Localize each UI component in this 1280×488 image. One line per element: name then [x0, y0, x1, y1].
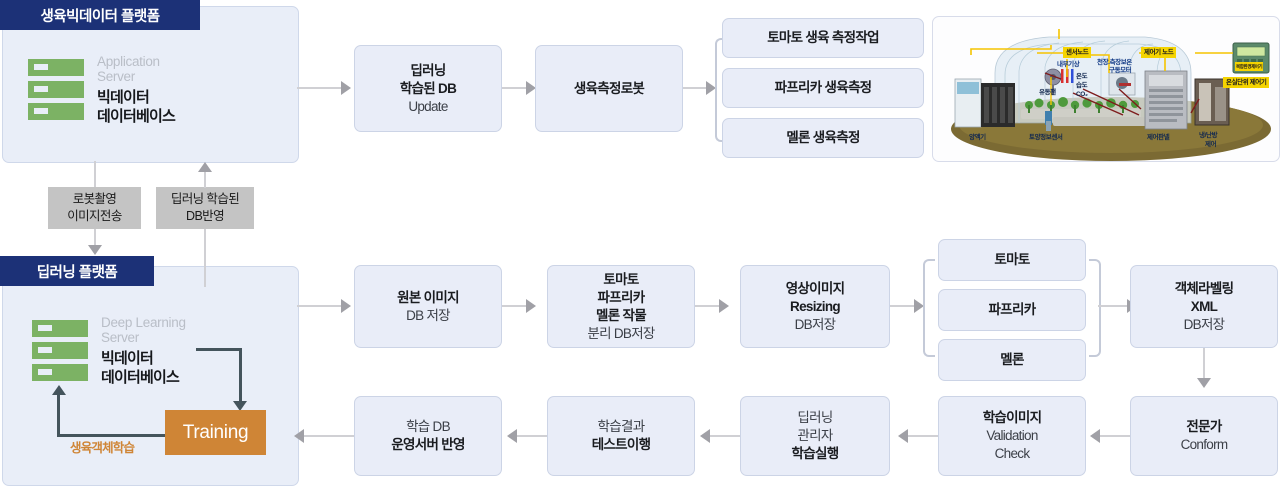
chip-robot-line-bottom	[94, 229, 96, 247]
dl-server-subtitle: Deep Learning Server	[101, 315, 186, 345]
link-expert-to-validation	[1097, 435, 1130, 437]
greenhouse-text-drive-motor: 구동모터	[1109, 67, 1132, 74]
dl-loop-bottom-segment	[57, 434, 167, 437]
arrow-dbupdate-to-robot	[526, 81, 536, 95]
platform-deeplearning-header: 딥러닝 플랫폼	[0, 256, 154, 286]
greenhouse-text-circulation-fan: 유동팬	[1039, 89, 1056, 96]
arrow-test-to-opsdb	[507, 429, 517, 443]
greenhouse-label-unit-controller: 온실단위 제어기	[1223, 77, 1270, 88]
server-icon	[32, 320, 88, 382]
arrow-expert-to-validation	[1090, 429, 1100, 443]
node-crop-tomato[interactable]: 토마토	[938, 239, 1086, 281]
greenhouse-text-nutrient-supply: 양액기	[969, 134, 986, 141]
arrow-original-to-split	[526, 299, 536, 313]
link-robot-to-branch	[683, 87, 711, 89]
node-apply-to-ops-server[interactable]: 학습 DB 운영서버 반영	[354, 396, 502, 476]
bigdata-server-title: 빅데이터 데이터베이스	[97, 89, 176, 125]
link-split-to-resizing	[695, 305, 723, 307]
arrow-robot-to-branch	[706, 81, 716, 95]
chip-robot-image-transfer: 로봇촬영 이미지전송	[48, 187, 141, 229]
link-bigdata-to-dbupdate	[297, 87, 344, 89]
bracket-top-branch	[715, 38, 727, 142]
bigdata-server-block: Application Server 빅데이터 데이터베이스	[28, 54, 176, 126]
arrow-training-to-test	[700, 429, 710, 443]
node-paprika-measure[interactable]: 파프리카 생육측정	[722, 68, 924, 108]
arrow-validation-to-training	[898, 429, 908, 443]
chip-dbapply-line-bottom	[204, 229, 206, 287]
link-test-to-opsdb	[514, 435, 547, 437]
dl-loop-left-segment	[57, 393, 60, 436]
arrow-labeling-to-expert	[1197, 378, 1211, 388]
arrow-dl-to-original	[341, 299, 351, 313]
greenhouse-text-cooling-heating-2: 제어	[1205, 141, 1217, 148]
greenhouse-text-ceiling-insulation: 천장.측장보온	[1097, 59, 1132, 66]
arrow-opsdb-to-dl-platform	[294, 429, 304, 443]
greenhouse-label-controller-node: 제어기 노드	[1141, 47, 1177, 58]
node-original-image-db[interactable]: 원본 이미지 DB 저장	[354, 265, 502, 348]
bracket-mid-branch-left	[923, 259, 935, 357]
arrow-resizing-to-crops	[914, 299, 924, 313]
platform-bigdata-header: 생육빅데이터 플랫폼	[0, 0, 200, 30]
link-original-to-split	[502, 305, 530, 307]
link-opsdb-to-dl-platform	[303, 435, 354, 437]
node-growth-measure-robot[interactable]: 생육측정로봇	[535, 45, 683, 132]
dl-loop-arrow-up	[52, 385, 66, 395]
node-training-execute[interactable]: 딥러닝 관리자 학습실행	[740, 396, 890, 476]
arrow-bigdata-to-dbupdate	[341, 81, 351, 95]
chip-dbapply-line-top	[204, 172, 206, 188]
chip-robot-arrow-down	[88, 245, 102, 255]
link-resizing-to-crops	[890, 305, 918, 307]
node-image-resizing[interactable]: 영상이미지 Resizing DB저장	[740, 265, 890, 348]
chip-robot-line-top	[94, 161, 96, 187]
greenhouse-label-sensor-node: 센서노드	[1063, 47, 1092, 58]
greenhouse-text-control-panel: 제어판넬	[1147, 134, 1170, 141]
node-db-update[interactable]: 딥러닝 학습된 DB Update	[354, 45, 502, 132]
dl-loop-arrow-down	[233, 401, 247, 411]
node-tomato-measure-task[interactable]: 토마토 생육 측정작업	[722, 18, 924, 58]
greenhouse-text-humidity: 습도	[1076, 82, 1088, 89]
node-crop-paprika[interactable]: 파프리카	[938, 289, 1086, 331]
training-box[interactable]: Training	[165, 410, 266, 455]
greenhouse-text-co2: CO₂	[1076, 91, 1088, 98]
dl-loop-top-segment	[196, 348, 242, 351]
link-labeling-to-expert	[1203, 348, 1205, 380]
greenhouse-illustration: 센서노드 제어기 노드 온실단위 제어기 복합환경제어기 내부기상 천장.측장보…	[932, 16, 1280, 162]
link-training-to-test	[707, 435, 740, 437]
node-validation-check[interactable]: 학습이미지 Validation Check	[938, 396, 1086, 476]
chip-deeplearning-db-apply: 딥러닝 학습된 DB반영	[156, 187, 254, 229]
dl-loop-right-segment	[239, 348, 242, 404]
bracket-mid-branch-right	[1089, 259, 1101, 357]
node-test-run[interactable]: 학습결과 테스트이행	[547, 396, 695, 476]
greenhouse-text-internal-weather: 내부기상	[1057, 61, 1080, 68]
greenhouse-svg	[951, 29, 1271, 161]
growth-object-learning-label: 생육객체학습	[70, 441, 135, 455]
dl-server-block: Deep Learning Server 빅데이터 데이터베이스	[32, 315, 186, 387]
arrow-split-to-resizing	[719, 299, 729, 313]
greenhouse-text-temperature: 온도	[1076, 73, 1088, 80]
link-dl-to-original	[297, 305, 344, 307]
node-crop-melon[interactable]: 멜론	[938, 339, 1086, 381]
server-icon	[28, 59, 84, 121]
dl-server-title: 빅데이터 데이터베이스	[101, 350, 180, 386]
link-validation-to-training	[905, 435, 938, 437]
bigdata-server-subtitle: Application Server	[97, 54, 160, 84]
node-crop-split-db[interactable]: 토마토 파프리카 멜론 작물 분리 DB저장	[547, 265, 695, 348]
link-crops-to-labeling	[1098, 305, 1132, 307]
node-melon-measure[interactable]: 멜론 생육측정	[722, 118, 924, 158]
node-object-labeling-xml[interactable]: 객체라벨링 XML DB저장	[1130, 265, 1278, 348]
chip-dbapply-arrow-up	[198, 162, 212, 172]
node-expert-conform[interactable]: 전문가 Conform	[1130, 396, 1278, 476]
link-dbupdate-to-robot	[502, 87, 530, 89]
greenhouse-label-controller-face: 복합환경제어기	[1235, 62, 1264, 71]
greenhouse-text-soil-sensor: 토양정보센서	[1029, 134, 1063, 141]
greenhouse-text-cooling-heating-1: 냉/난방	[1199, 132, 1218, 139]
